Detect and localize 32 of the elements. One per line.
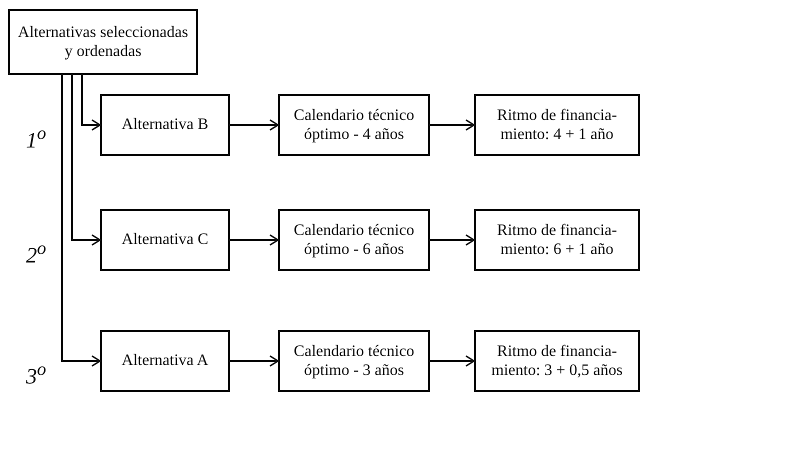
process-box bbox=[8, 9, 198, 75]
box-text: Alternativa B bbox=[122, 115, 208, 135]
process-box bbox=[474, 330, 640, 392]
box-text: Alternativa C bbox=[122, 230, 208, 250]
box-text: Alternativa A bbox=[122, 351, 208, 371]
arrow bbox=[81, 75, 101, 131]
box-text: Calendario técnico óptimo - 3 años bbox=[292, 342, 416, 380]
arrow bbox=[430, 355, 475, 367]
arrow bbox=[230, 234, 279, 246]
process-box bbox=[278, 330, 430, 392]
process-box bbox=[100, 94, 230, 156]
box-text: Ritmo de financia- miento: 3 + 0,5 años bbox=[490, 342, 624, 380]
arrow bbox=[71, 75, 101, 246]
process-box bbox=[278, 94, 430, 156]
box-text: Ritmo de financia- miento: 4 + 1 año bbox=[496, 106, 618, 144]
rank-label: 1$^{o}$ bbox=[26, 123, 46, 154]
box-text: Calendario técnico óptimo - 4 años bbox=[292, 106, 416, 144]
arrow bbox=[430, 234, 475, 246]
arrow bbox=[61, 75, 101, 367]
rank-label: 2$^{o}$ bbox=[26, 238, 46, 268]
rank-label: 3$^{o}$ bbox=[26, 359, 46, 390]
process-box bbox=[100, 330, 230, 392]
arrow bbox=[230, 355, 279, 367]
process-box bbox=[278, 209, 430, 271]
process-box bbox=[474, 209, 640, 271]
box-text: Alternativas seleccionadas y ordenadas bbox=[16, 22, 190, 62]
arrow bbox=[230, 119, 279, 131]
box-text: Ritmo de financia- miento: 6 + 1 año bbox=[496, 220, 618, 260]
box-text: Calendario técnico óptimo - 6 años bbox=[292, 220, 416, 260]
process-box bbox=[474, 94, 640, 156]
arrow bbox=[430, 119, 475, 131]
process-box bbox=[100, 209, 230, 271]
